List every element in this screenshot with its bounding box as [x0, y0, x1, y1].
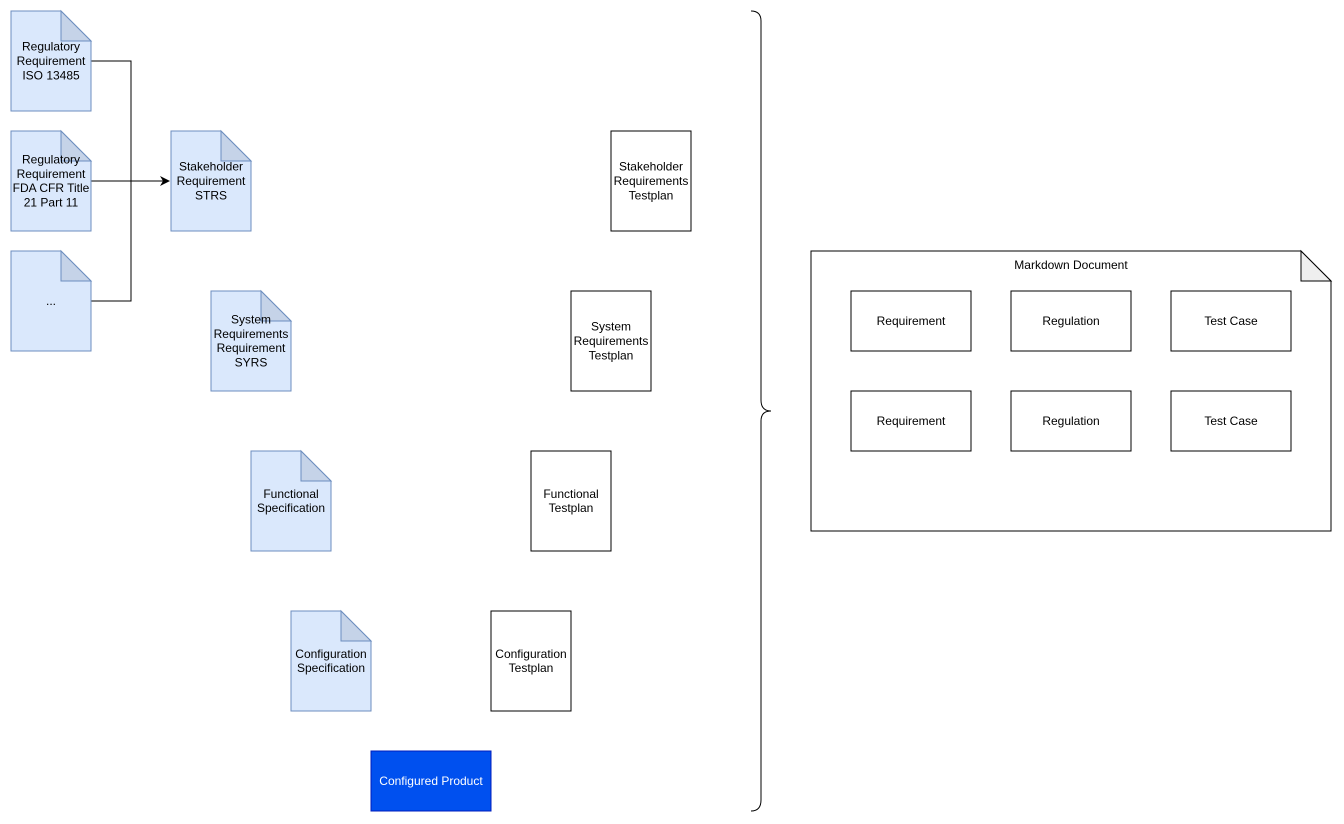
connectors	[91, 10, 772, 812]
configuration-testplan-line-2: Testplan	[509, 661, 554, 675]
markdown-regulation-box-2-shape	[1010, 390, 1132, 452]
system-testplan-line-2: Requirements	[574, 334, 649, 348]
regulatory-doc-other-fold	[60, 249, 93, 282]
regulatory-doc-iso-line-3: ISO 13485	[22, 68, 80, 82]
functional-testplan-line-1: Functional	[543, 487, 598, 501]
stakeholder-requirement-doc-line-3: STRS	[195, 188, 227, 202]
functional-specification-doc-fold	[300, 449, 333, 482]
markdown-requirement-box-2[interactable]: Requirement	[850, 390, 972, 452]
markdown-requirement-box-1-label: Requirement	[877, 314, 946, 328]
stakeholder-requirement-doc-line-2: Requirement	[177, 174, 246, 188]
configuration-specification-doc-fold	[340, 609, 373, 642]
markdown-requirement-box-1-shape	[850, 290, 972, 352]
regulatory-doc-iso-line-1: Regulatory	[22, 40, 80, 54]
system-requirements-doc-line-2: Requirements	[214, 327, 289, 341]
configuration-specification-doc-line-1: Configuration	[295, 647, 366, 661]
configured-product-box[interactable]: Configured Product	[370, 750, 492, 812]
regulatory-doc-other-line-1: ...	[46, 294, 56, 308]
configured-product-shape	[370, 750, 492, 812]
regulatory-doc-fda-line-4: 21 Part 11	[24, 196, 79, 210]
stakeholder-requirement-doc-fold	[220, 129, 253, 162]
system-testplan-shape	[570, 290, 652, 392]
markdown-test-case-box-2-shape	[1170, 390, 1292, 452]
markdown-requirement-box-2-label: Requirement	[877, 414, 946, 428]
system-testplan-line-1: System	[591, 320, 631, 334]
markdown-document-fold	[1300, 249, 1333, 282]
markdown-test-case-box-1[interactable]: Test Case	[1170, 290, 1292, 352]
markdown-regulation-box-1-label: Regulation	[1042, 314, 1099, 328]
system-requirements-doc-line-3: Requirement	[217, 341, 286, 355]
markdown-requirement-box-2-shape	[850, 390, 972, 452]
functional-testplan-shape	[530, 450, 612, 552]
functional-specification-doc-line-2: Specification	[257, 501, 325, 515]
markdown-regulation-box-1[interactable]: Regulation	[1010, 290, 1132, 352]
markdown-test-case-box-2-label: Test Case	[1204, 414, 1258, 428]
regulatory-doc-fda-line-2: Requirement	[17, 167, 86, 181]
regulatory-doc-iso-fold	[60, 9, 93, 42]
stakeholder-testplan-line-2: Requirements	[614, 174, 689, 188]
functional-specification-doc-line-1: Functional	[263, 487, 318, 501]
markdown-test-case-box-1-label: Test Case	[1204, 314, 1258, 328]
system-requirements-doc-fold	[260, 289, 293, 322]
markdown-regulation-box-1-shape	[1010, 290, 1132, 352]
stakeholder-testplan-line-3: Testplan	[629, 188, 674, 202]
markdown-regulation-box-2-label: Regulation	[1042, 414, 1099, 428]
stakeholder-testplan-line-1: Stakeholder	[619, 160, 683, 174]
stakeholder-requirement-doc-line-1: Stakeholder	[179, 160, 243, 174]
markdown-test-case-box-2[interactable]: Test Case	[1170, 390, 1292, 452]
configured-product-label: Configured Product	[379, 774, 483, 788]
functional-testplan-line-2: Testplan	[549, 501, 594, 515]
regulatory-doc-other[interactable]: ...	[10, 249, 93, 352]
curly-brace	[750, 10, 772, 812]
system-requirements-doc-line-4: SYRS	[235, 356, 268, 370]
markdown-test-case-box-1-shape	[1170, 290, 1292, 352]
system-requirements-doc-line-1: System	[231, 312, 271, 326]
stakeholder-testplan-shape	[610, 130, 692, 232]
markdown-requirement-box-1[interactable]: Requirement	[850, 290, 972, 352]
markdown-document-title: Markdown Document	[1014, 258, 1128, 272]
regulatory-doc-fda-line-3: FDA CFR Title	[13, 181, 90, 195]
configuration-testplan-shape	[490, 610, 572, 712]
regulatory-doc-iso-line-2: Requirement	[17, 54, 86, 68]
regulatory-doc-fda-line-1: Regulatory	[22, 152, 80, 166]
regulatory-doc-fda-fold	[60, 129, 93, 162]
configuration-specification-doc-line-2: Specification	[297, 661, 365, 675]
configuration-testplan-line-1: Configuration	[495, 647, 566, 661]
system-testplan-line-3: Testplan	[589, 348, 634, 362]
markdown-regulation-box-2[interactable]: Regulation	[1010, 390, 1132, 452]
